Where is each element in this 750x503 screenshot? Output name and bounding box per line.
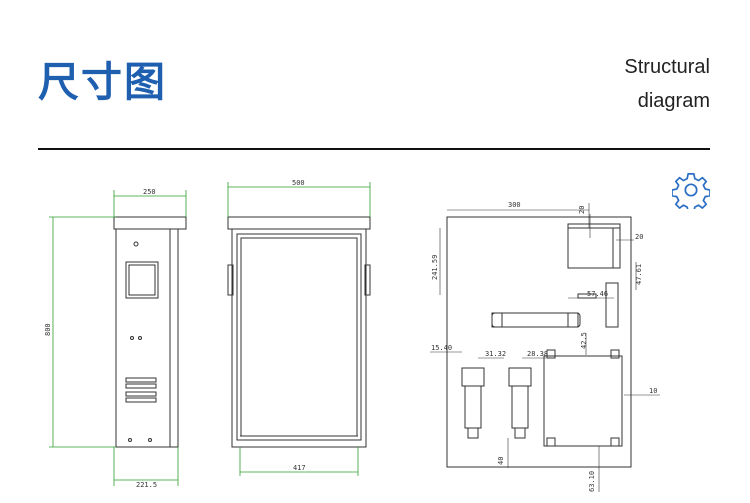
dim-inner-57: 57.46 [587, 290, 608, 298]
side-dimensions [49, 190, 187, 486]
dim-front-width: 500 [292, 179, 305, 187]
internal-dimensions [430, 203, 660, 492]
dim-side-height: 800 [44, 323, 52, 336]
title-en-line2: diagram [637, 90, 710, 112]
dim-side-width: 250 [143, 188, 156, 196]
dim-inner-40: 40 [497, 457, 505, 465]
dim-inner-47: 47.61 [635, 264, 643, 285]
title-en-line1: Structural [624, 56, 710, 78]
dim-inner-31: 31.32 [485, 350, 506, 358]
dim-inner-28: 28.38 [527, 350, 548, 358]
dim-inner-15: 15.40 [431, 344, 452, 352]
dim-inner-20a: 20 [578, 206, 586, 214]
front-view [227, 216, 371, 448]
gear-icon[interactable] [672, 171, 710, 209]
dim-inner-300: 300 [508, 201, 521, 209]
dim-front-bottom: 417 [293, 464, 306, 472]
page-title: 尺寸图 [38, 58, 167, 106]
dim-inner-42: 42.5 [580, 332, 588, 349]
dim-inner-10: 10 [649, 387, 657, 395]
dim-inner-241: 241.59 [431, 255, 439, 280]
header-divider [38, 148, 710, 150]
page-title-english: Structural diagram [624, 50, 710, 118]
side-view [113, 216, 187, 448]
front-dimensions [227, 182, 371, 476]
dim-inner-20b: 20 [635, 233, 643, 241]
dim-side-bottom: 221.5 [136, 481, 157, 489]
internal-layout [446, 216, 632, 468]
dim-inner-63: 63.10 [588, 471, 596, 492]
